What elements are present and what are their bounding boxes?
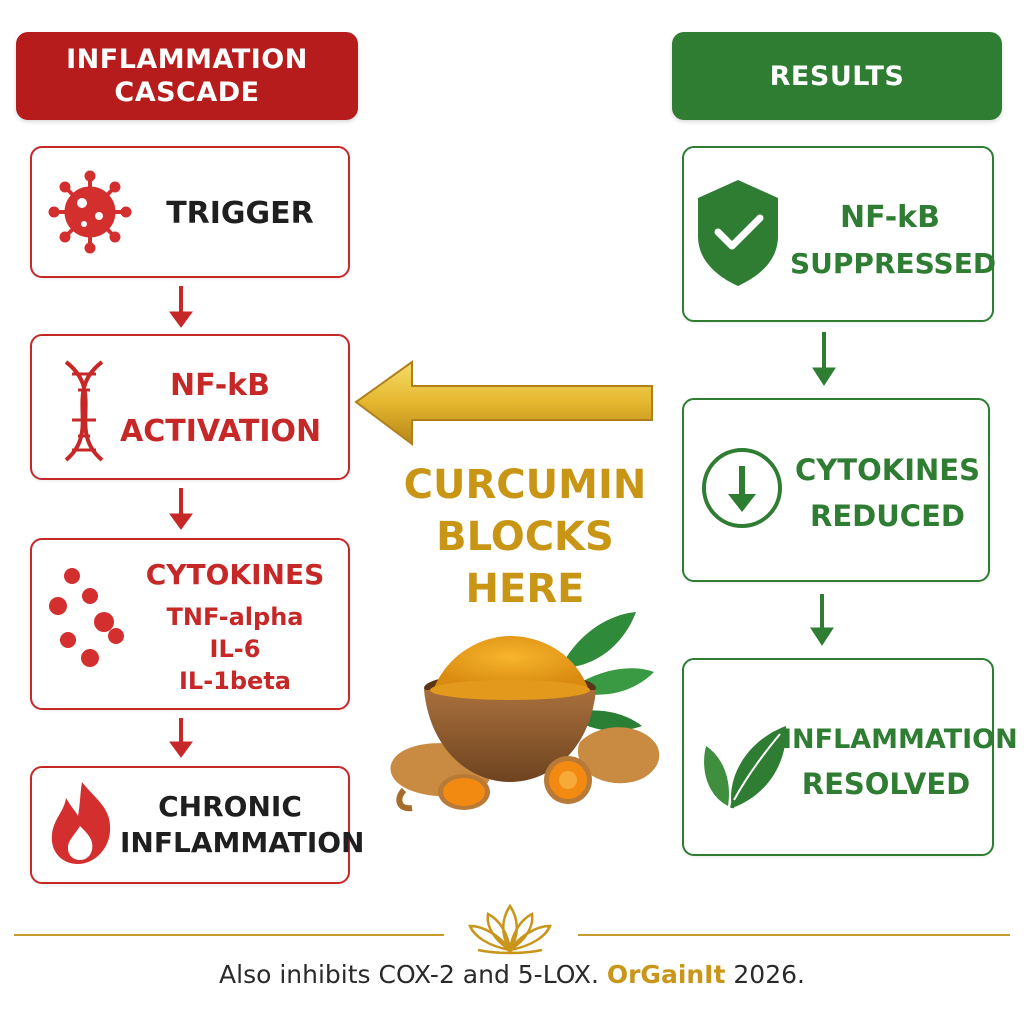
left-arrow-1 bbox=[169, 286, 193, 328]
right-arrow-2 bbox=[810, 594, 834, 646]
blocks-label: BLOCKS bbox=[436, 514, 614, 560]
dna-icon bbox=[64, 360, 104, 462]
cytokine-item-il-1beta: IL-1beta bbox=[178, 667, 291, 695]
down-arrow-circle-icon bbox=[702, 448, 782, 528]
results-header: RESULTS bbox=[672, 32, 1002, 120]
turmeric-bowl-icon bbox=[390, 612, 660, 812]
nfkb-activation-label-line2: ACTIVATION bbox=[120, 414, 322, 449]
nfkb-activation-label-line1: NF-kB bbox=[170, 368, 270, 403]
footer-divider-right bbox=[578, 934, 1010, 936]
left-arrow-2 bbox=[169, 488, 193, 530]
chronic-label-line2: INFLAMMATION bbox=[120, 826, 365, 859]
cytokines-label: CYTOKINES bbox=[145, 558, 325, 591]
right-arrow-1 bbox=[812, 332, 836, 386]
brand-name: OrGainIt bbox=[606, 960, 726, 989]
cytokines-reduced-box bbox=[682, 398, 990, 582]
cytokine-item-il-6: IL-6 bbox=[209, 635, 261, 663]
inflammation-resolved-box bbox=[682, 658, 994, 856]
virus-icon bbox=[48, 170, 132, 254]
shield-check-icon bbox=[698, 180, 778, 286]
curcumin-label: CURCUMIN bbox=[403, 462, 647, 508]
footer: Also inhibits COX-2 and 5-LOX. OrGainIt … bbox=[0, 960, 1024, 989]
nfkb-suppressed-label-line2: SUPPRESSED bbox=[790, 247, 997, 280]
trigger-label: TRIGGER bbox=[166, 196, 314, 231]
lotus-icon bbox=[468, 903, 552, 955]
cytokine-item-tnf-alpha: TNF-alpha bbox=[166, 603, 304, 631]
footer-year: 2026. bbox=[733, 960, 805, 989]
leaf-icon bbox=[704, 726, 787, 809]
cytokines-box bbox=[30, 538, 350, 710]
footer-text: Also inhibits COX-2 and 5-LOX. bbox=[219, 960, 599, 989]
here-label: HERE bbox=[465, 566, 585, 612]
nfkb-suppressed-label-line1: NF-kB bbox=[840, 200, 940, 235]
inflammation-cascade-header: INFLAMMATION CASCADE bbox=[16, 32, 358, 120]
gold-arrow-left-icon bbox=[354, 360, 653, 446]
inflammation-resolved-label-line2: RESOLVED bbox=[801, 767, 971, 801]
flame-icon bbox=[51, 782, 111, 864]
chronic-label-line1: CHRONIC bbox=[158, 790, 302, 823]
left-arrow-3 bbox=[169, 718, 193, 758]
footer-divider-left bbox=[14, 934, 444, 936]
inflammation-resolved-label-line1: INFLAMMATION bbox=[782, 724, 1018, 755]
cytokines-reduced-label-line1: CYTOKINES bbox=[795, 453, 980, 487]
results-header-text: RESULTS bbox=[769, 60, 905, 92]
cytokine-dots-icon bbox=[49, 568, 124, 667]
inflammation-cascade-header-text: INFLAMMATION CASCADE bbox=[66, 44, 308, 108]
nfkb-activation-box bbox=[30, 334, 350, 480]
cytokines-reduced-label-line2: REDUCED bbox=[810, 499, 965, 533]
